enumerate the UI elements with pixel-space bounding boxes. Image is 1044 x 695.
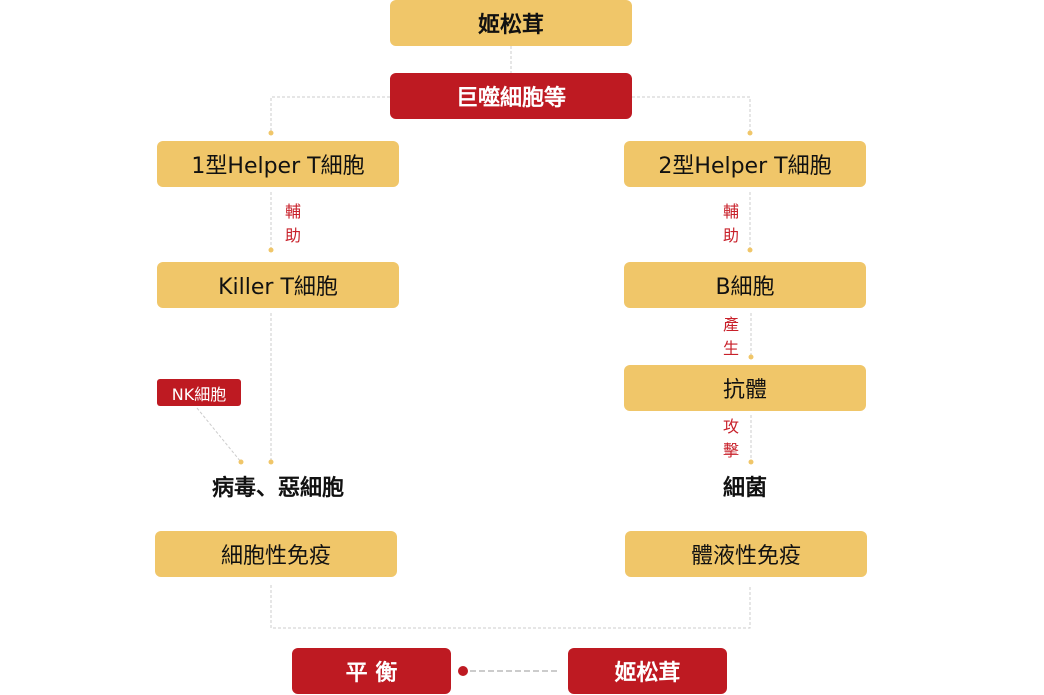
- node-balance: 平 衡: [292, 648, 451, 694]
- node-killer-t: Killer T細胞: [157, 262, 399, 308]
- label-produce: 產生: [722, 315, 739, 358]
- node-himematsutake-top: 姬松茸: [390, 0, 632, 46]
- node-bacteria: 細菌: [722, 476, 767, 501]
- label-assist-left: 輔助: [284, 202, 301, 245]
- node-nk-cell: NK細胞: [157, 379, 241, 406]
- node-himematsutake-bottom: 姬松茸: [568, 648, 727, 694]
- node-humoral-immunity: 體液性免疫: [625, 531, 867, 577]
- node-b-cell: B細胞: [624, 262, 866, 308]
- node-antibody: 抗體: [624, 365, 866, 411]
- label-attack: 攻擊: [722, 417, 739, 460]
- node-macrophage: 巨噬細胞等: [390, 73, 632, 119]
- node-th1: 1型Helper T細胞: [157, 141, 399, 187]
- label-assist-right: 輔助: [722, 202, 739, 245]
- node-cellular-immunity: 細胞性免疫: [155, 531, 397, 577]
- node-virus: 病毒、惡細胞: [211, 476, 344, 501]
- node-th2: 2型Helper T細胞: [624, 141, 866, 187]
